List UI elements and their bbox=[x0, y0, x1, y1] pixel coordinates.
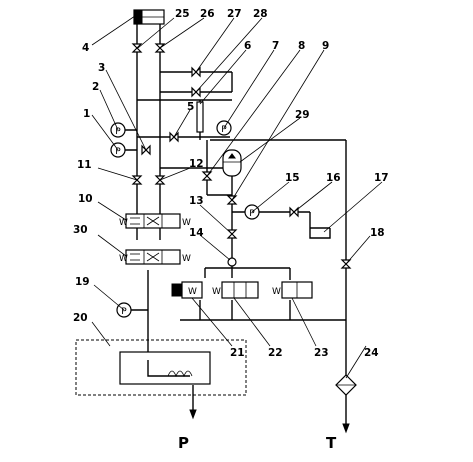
callout-21: 21 bbox=[230, 347, 245, 359]
callout-10: 10 bbox=[78, 193, 93, 205]
callout-6: 6 bbox=[244, 40, 251, 52]
unit-20-enclosure bbox=[75, 339, 247, 396]
callout-9: 9 bbox=[322, 40, 329, 52]
callout-16: 16 bbox=[326, 172, 341, 184]
callout-11: 11 bbox=[77, 159, 92, 171]
svg-text:P: P bbox=[249, 209, 255, 219]
directional-valve-21: W bbox=[171, 281, 203, 299]
svg-text:W: W bbox=[188, 287, 197, 297]
callout-19: 19 bbox=[75, 276, 90, 288]
directional-valve-22: W bbox=[212, 281, 259, 299]
svg-text:P: P bbox=[115, 127, 121, 137]
callout-25: 25 bbox=[175, 8, 190, 20]
callout-12: 12 bbox=[189, 158, 204, 170]
directional-valve-23: W bbox=[272, 281, 313, 299]
svg-text:W: W bbox=[119, 254, 128, 264]
port-p-label: P bbox=[178, 434, 189, 452]
cylinder-4 bbox=[133, 9, 165, 25]
svg-text:P: P bbox=[221, 125, 227, 135]
callout-7: 7 bbox=[272, 40, 279, 52]
callout-13: 13 bbox=[189, 195, 204, 207]
svg-text:W: W bbox=[272, 287, 281, 297]
callout-2: 2 bbox=[92, 81, 99, 93]
svg-text:W: W bbox=[182, 254, 191, 264]
callout-15: 15 bbox=[285, 172, 300, 184]
sensor-6 bbox=[196, 101, 204, 133]
filter-24 bbox=[335, 374, 357, 396]
callout-24: 24 bbox=[364, 347, 379, 359]
callout-23: 23 bbox=[314, 347, 329, 359]
callout-labels: 4 25 26 27 28 6 7 8 9 3 2 1 5 29 11 12 1… bbox=[73, 8, 389, 359]
callout-4: 4 bbox=[82, 42, 89, 54]
svg-text:W: W bbox=[182, 218, 191, 228]
svg-text:P: P bbox=[115, 147, 121, 157]
callout-18: 18 bbox=[370, 227, 385, 239]
callout-28: 28 bbox=[253, 8, 268, 20]
directional-valve-30: W W bbox=[119, 249, 191, 265]
callout-20: 20 bbox=[73, 312, 88, 324]
svg-text:P: P bbox=[121, 307, 127, 317]
port-arrows bbox=[189, 409, 350, 434]
callout-27: 27 bbox=[227, 8, 242, 20]
accumulator-29 bbox=[222, 149, 242, 177]
callout-22: 22 bbox=[268, 347, 283, 359]
callout-14: 14 bbox=[189, 227, 204, 239]
callout-8: 8 bbox=[298, 40, 305, 52]
port-t-label: T bbox=[326, 434, 337, 452]
leader-lines bbox=[91, 15, 383, 379]
callout-17: 17 bbox=[374, 172, 389, 184]
pipe-lines bbox=[118, 20, 347, 428]
port-labels: P T bbox=[178, 434, 337, 452]
valve-25 bbox=[131, 43, 143, 53]
callout-29: 29 bbox=[295, 109, 310, 121]
directional-valve-10: W W bbox=[119, 213, 191, 229]
callout-30: 30 bbox=[73, 224, 88, 236]
callout-3: 3 bbox=[98, 62, 105, 74]
tank-17 bbox=[309, 228, 331, 239]
callout-1: 1 bbox=[83, 108, 90, 120]
callout-5: 5 bbox=[187, 101, 194, 113]
svg-text:W: W bbox=[212, 287, 221, 297]
svg-text:W: W bbox=[119, 218, 128, 228]
callout-26: 26 bbox=[200, 8, 215, 20]
